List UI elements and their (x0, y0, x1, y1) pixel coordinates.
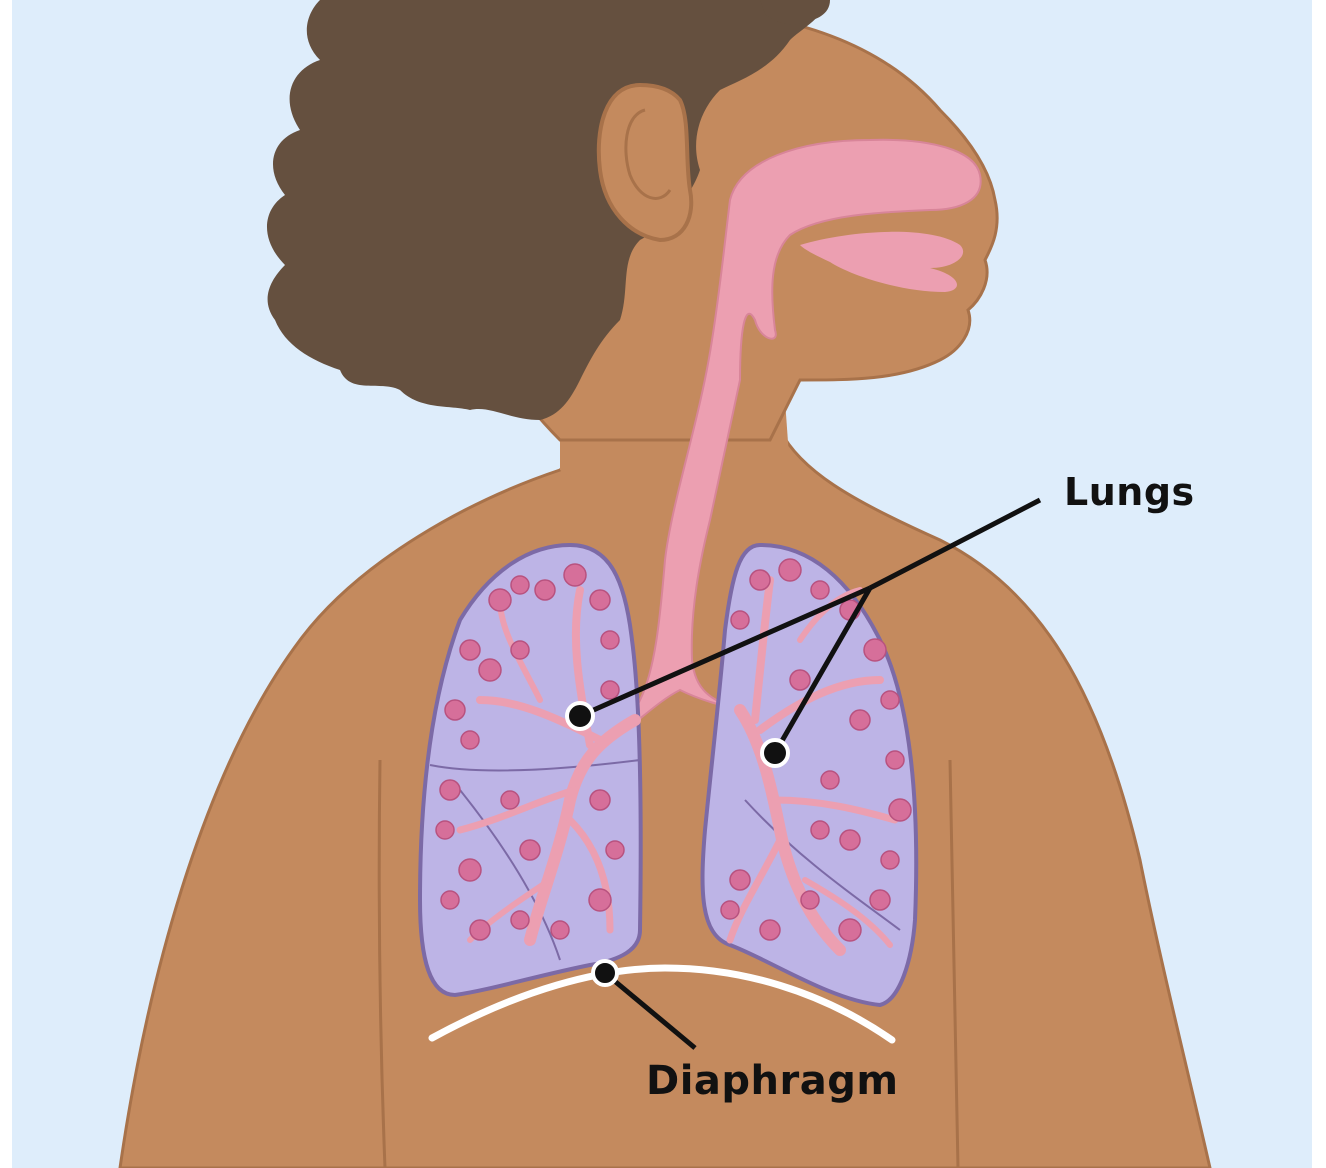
lungs-label: Lungs (1064, 470, 1195, 514)
diaphragm-label: Diaphragm (646, 1058, 899, 1104)
respiratory-diagram (12, 0, 1312, 1168)
diagram-frame: Lungs Diaphragm (12, 0, 1312, 1168)
